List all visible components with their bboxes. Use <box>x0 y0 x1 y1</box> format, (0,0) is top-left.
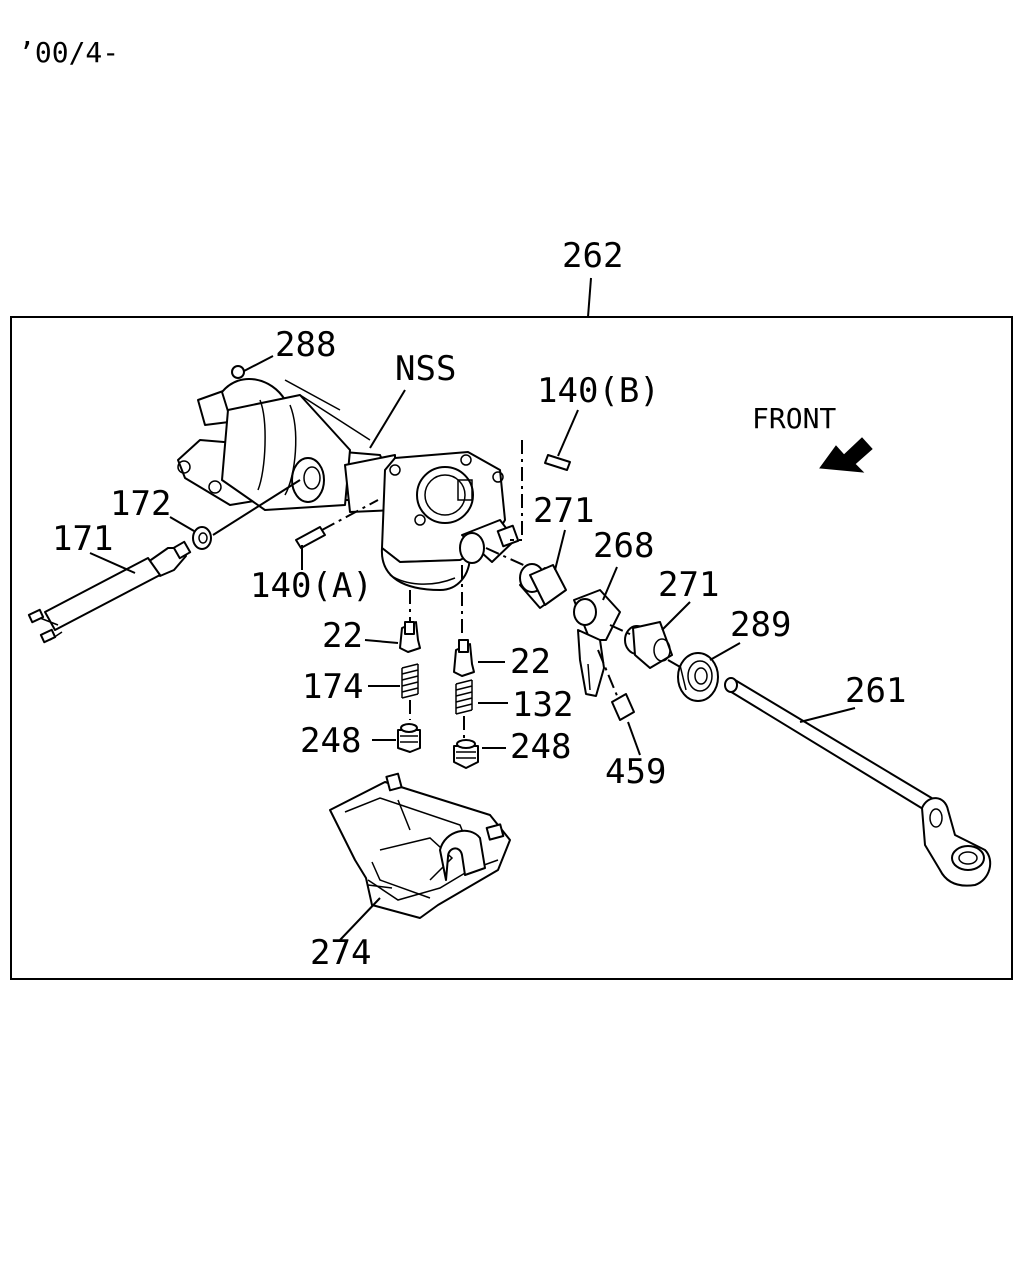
roll-pin-459 <box>611 693 635 721</box>
callout-289: 289 <box>730 605 791 645</box>
callout-171: 171 <box>52 519 113 559</box>
washer-172 <box>192 526 212 550</box>
plug-248-b <box>453 739 479 769</box>
bearing-289 <box>677 652 719 702</box>
lever-268 <box>573 589 621 697</box>
plunger-22-b <box>453 639 475 677</box>
bushing-271-b <box>624 621 673 669</box>
assembly-number-label: 262 <box>562 236 623 276</box>
callout-174: 174 <box>302 667 363 707</box>
spring-132 <box>455 679 473 715</box>
callout-271-a: 271 <box>533 491 594 531</box>
plug-248-a <box>397 723 421 753</box>
shaft-261 <box>724 677 992 887</box>
bushing-271-a <box>519 563 567 609</box>
assembly-frame <box>10 316 1013 980</box>
assembly-leader <box>587 277 592 318</box>
spring-174 <box>401 663 419 699</box>
callout-268: 268 <box>593 526 654 566</box>
pin-140a <box>295 526 326 549</box>
cover-274 <box>329 772 511 919</box>
pin-140b <box>544 454 571 471</box>
callout-22-b: 22 <box>510 642 551 682</box>
callout-248-a: 248 <box>300 721 361 761</box>
callout-459: 459 <box>605 752 666 792</box>
sensor-171 <box>27 540 192 644</box>
callout-172: 172 <box>110 484 171 524</box>
front-label: FRONT <box>752 402 836 435</box>
callout-248-b: 248 <box>510 727 571 767</box>
callout-140b: 140(B) <box>537 371 660 411</box>
revision-label: ’00/4- <box>18 36 119 69</box>
callout-271-b: 271 <box>658 565 719 605</box>
shift-housing <box>177 365 520 591</box>
plunger-22-a <box>399 621 421 653</box>
callout-288: 288 <box>275 325 336 365</box>
callout-nss: NSS <box>395 349 456 389</box>
front-arrow-icon <box>819 437 873 473</box>
callout-261: 261 <box>845 671 906 711</box>
callout-132: 132 <box>512 685 573 725</box>
callout-140a: 140(A) <box>250 566 373 606</box>
callout-22-a: 22 <box>322 616 363 656</box>
